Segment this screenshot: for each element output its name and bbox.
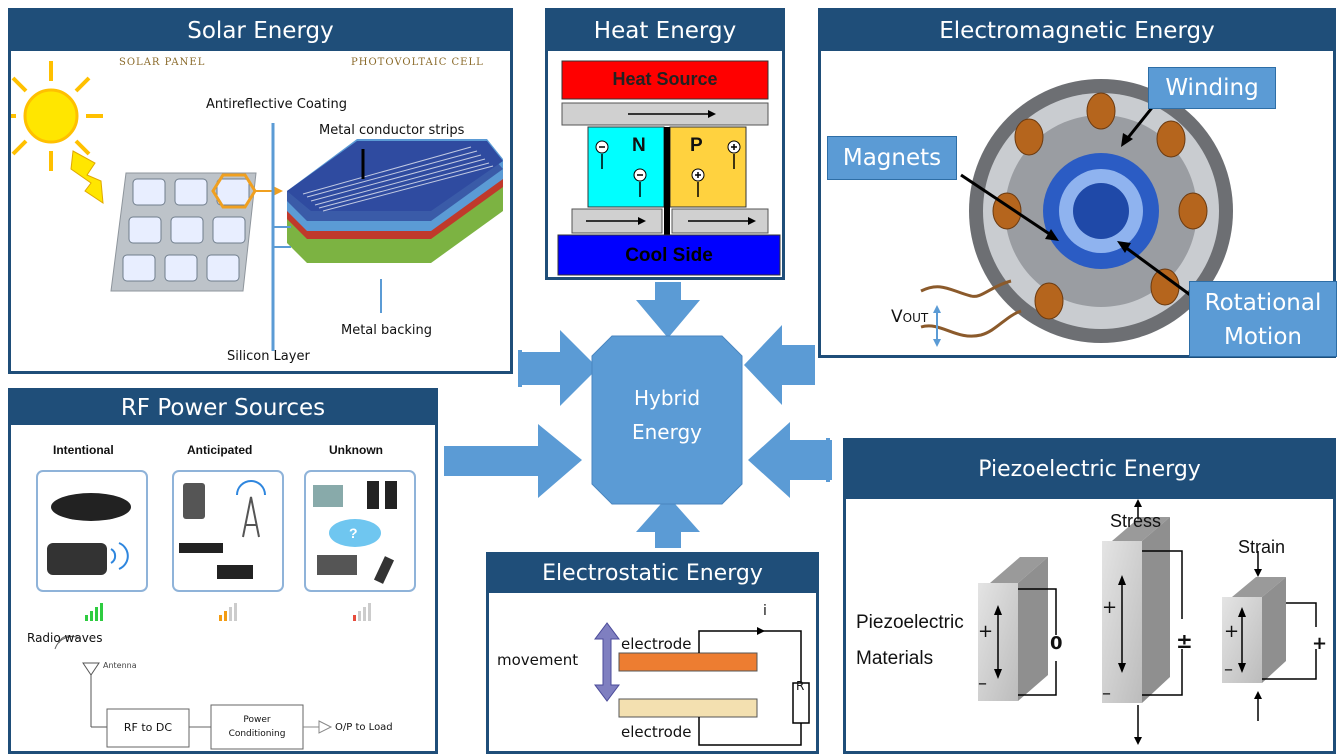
solar-panel-caption: SOLAR PANEL — [119, 57, 206, 68]
block1-minus: – — [978, 673, 987, 694]
radio-waves-label: Radio waves — [27, 631, 103, 645]
electrode-bottom-label: electrode — [621, 723, 692, 741]
piezoelectric-materials-label: Piezoelectric Materials — [856, 605, 964, 677]
silicon-layer-label: Silicon Layer — [227, 349, 310, 364]
block3-minus: – — [1224, 659, 1233, 680]
rotational-text: Rotational — [1204, 290, 1322, 316]
power-conditioning-label: Power Conditioning — [211, 713, 303, 741]
block2-plus-minus: ± — [1176, 629, 1193, 653]
arrow-left-icon — [744, 325, 815, 405]
vout-v: V — [891, 307, 903, 327]
strain-label: Strain — [1238, 537, 1286, 557]
arrow-left-icon — [748, 422, 832, 498]
movement-arrow-icon — [594, 622, 620, 702]
power-text: Power — [243, 715, 271, 725]
materials-line-2: Materials — [856, 648, 934, 669]
rf-power-sources-panel: RF Power Sources Intentional Anticipated… — [8, 388, 438, 754]
n-type-label: N — [632, 135, 646, 156]
electrostatic-illustration — [594, 622, 810, 746]
materials-line-1: Piezoelectric — [856, 612, 964, 633]
magnets-label: Magnets — [827, 136, 957, 180]
rf-illustration: ? — [36, 470, 416, 750]
sun-icon — [11, 61, 103, 171]
electrode-top-label: electrode — [621, 635, 692, 653]
arrow-up-icon — [636, 496, 700, 548]
pv-cell-icon — [287, 139, 503, 263]
stress-label: Stress — [1110, 511, 1162, 531]
arrow-right-icon — [520, 330, 598, 406]
heat-energy-panel: Heat Energy Heat Source N P Cool Side — [545, 8, 785, 280]
arrow-right-icon — [444, 424, 582, 498]
winding-label: Winding — [1148, 67, 1276, 109]
intentional-label: Intentional — [53, 443, 114, 457]
block2-minus: – — [1102, 683, 1111, 704]
vout-label: VOUT — [891, 307, 928, 327]
antireflective-coating-label: Antireflective Coating — [206, 97, 347, 112]
antenna-icon — [82, 662, 107, 728]
sunlight-arrow-icon — [70, 150, 104, 204]
photovoltaic-cell-caption: PHOTOVOLTAIC CELL — [351, 57, 484, 68]
current-label: i — [763, 603, 767, 619]
unknown-label: Unknown — [329, 443, 383, 457]
hybrid-energy-label-1: Hybrid — [633, 386, 701, 410]
electrostatic-energy-panel: Electrostatic Energy movement electrode … — [486, 552, 819, 754]
movement-label: movement — [497, 651, 579, 669]
svg-text:?: ? — [349, 525, 358, 541]
output-to-load-label: O/P to Load — [335, 722, 393, 733]
vout-subscript: OUT — [902, 311, 929, 325]
metal-conductor-strips-label: Metal conductor strips — [319, 123, 465, 138]
p-type-label: P — [690, 135, 703, 156]
piezoelectric-energy-title: Piezoelectric Energy — [846, 441, 1333, 499]
antenna-label: Antenna — [103, 661, 137, 670]
rf-power-sources-title: RF Power Sources — [11, 391, 435, 425]
anticipated-label: Anticipated — [187, 443, 253, 457]
solar-panel-icon — [110, 172, 283, 292]
piezo-illustration — [978, 499, 1317, 745]
motion-text: Motion — [1224, 324, 1302, 350]
electrostatic-energy-title: Electrostatic Energy — [489, 555, 816, 593]
block1-plus: + — [978, 621, 994, 642]
electromagnetic-energy-panel: Electromagnetic Energy Winding Magnets R… — [818, 8, 1337, 358]
resistor-label: R — [796, 679, 805, 693]
rotational-motion-label: Rotational Motion — [1189, 281, 1337, 357]
hybrid-energy-label-2: Energy — [631, 420, 703, 444]
block1-zero: 0 — [1050, 633, 1063, 654]
heat-energy-title: Heat Energy — [548, 11, 782, 51]
electromagnetic-energy-title: Electromagnetic Energy — [821, 11, 1333, 51]
solar-energy-panel: Solar Energy SOLAR PANEL PHOTOVOLTAIC CE… — [8, 8, 513, 374]
solar-energy-title: Solar Energy — [11, 11, 510, 51]
rf-to-dc-label: RF to DC — [123, 721, 173, 734]
block3-plus: + — [1224, 621, 1240, 642]
cool-side-label: Cool Side — [625, 245, 713, 266]
heat-source-label: Heat Source — [612, 69, 718, 89]
signal-strong-icon — [85, 603, 103, 621]
generator-illustration — [920, 79, 1233, 347]
signal-weak-icon — [353, 603, 371, 621]
arrow-down-icon — [636, 282, 700, 338]
block3-plus-right: + — [1312, 633, 1328, 654]
hybrid-energy-shape — [591, 335, 743, 505]
piezoelectric-energy-panel: Piezoelectric Energy — [843, 438, 1336, 754]
metal-backing-label: Metal backing — [341, 323, 433, 338]
signal-medium-icon — [219, 603, 237, 621]
solar-illustration — [11, 61, 503, 351]
thermoelectric-illustration — [557, 60, 781, 276]
block2-plus: + — [1102, 597, 1118, 618]
conditioning-text: Conditioning — [228, 729, 286, 739]
